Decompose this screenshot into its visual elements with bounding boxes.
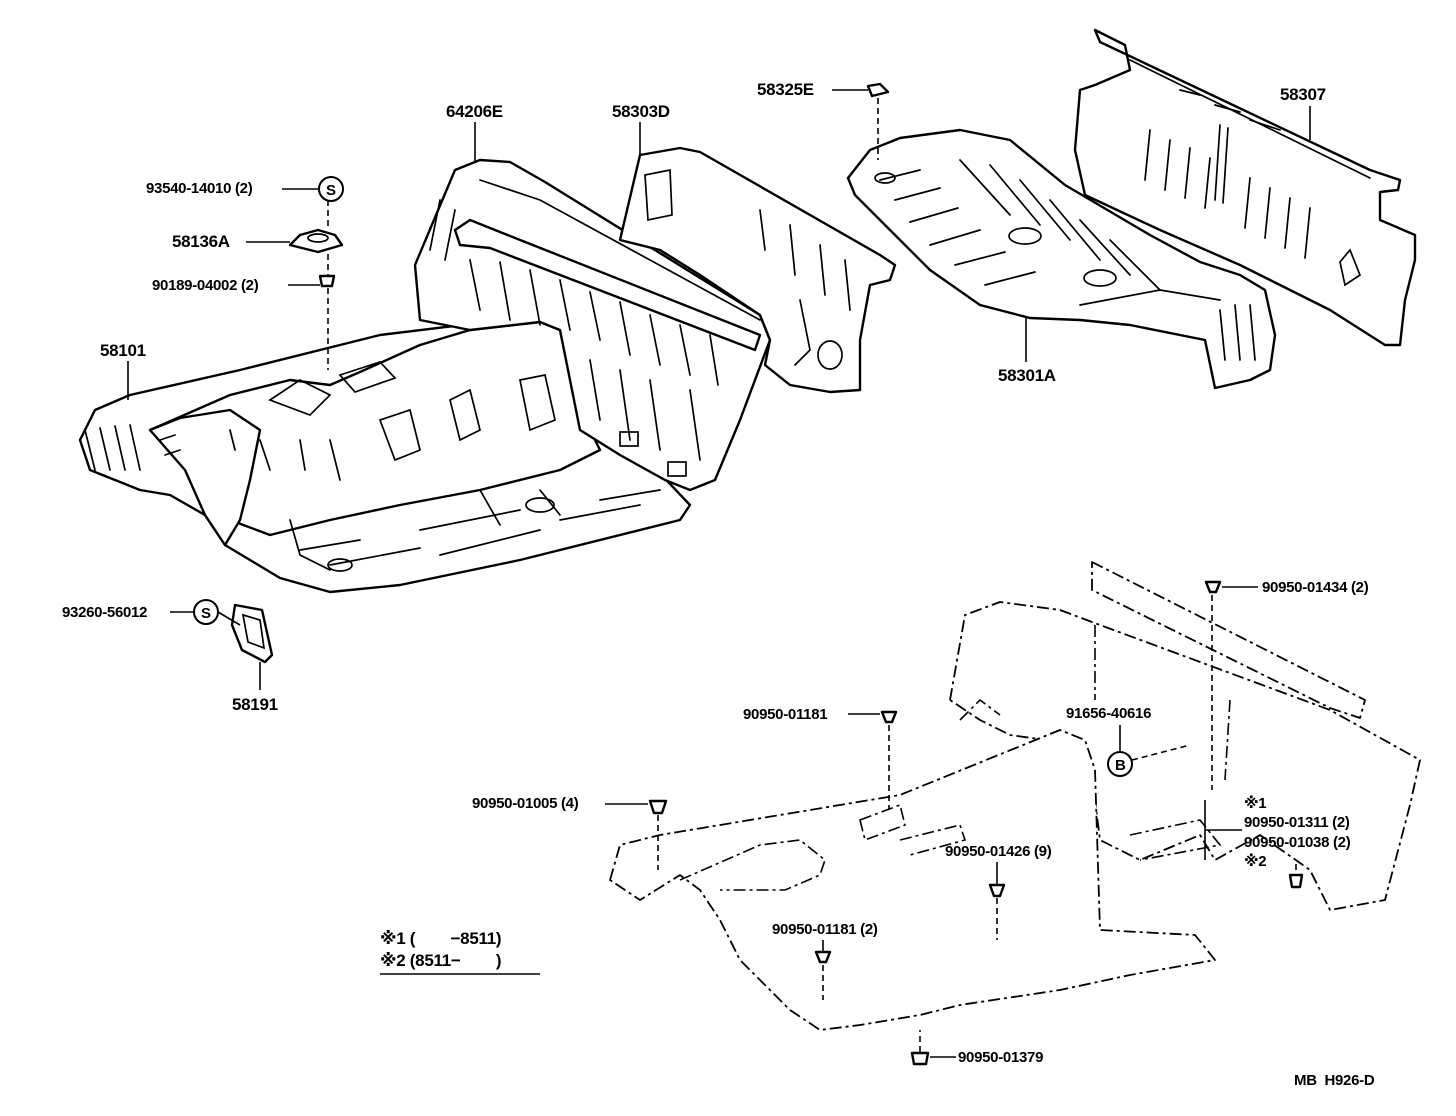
front-floor-pan-58101 — [78, 316, 692, 594]
label-58303D: 58303D — [612, 102, 670, 121]
label-93540-14010: 93540-14010 (2) — [146, 180, 253, 197]
label-58101: 58101 — [100, 341, 146, 360]
side-panel-58303D — [618, 146, 897, 394]
label-90950-01426: 90950-01426 (9) — [945, 843, 1052, 860]
clip-90950-01005 — [648, 799, 668, 815]
nut-90950-01379 — [910, 1051, 930, 1066]
label-90950-01181-2: 90950-01181 (2) — [772, 921, 878, 938]
fastener-90189 — [318, 274, 336, 288]
cap-58325E — [866, 82, 890, 98]
svg-text:S: S — [326, 182, 336, 199]
label-90950-01434: 90950-01434 (2) — [1262, 579, 1369, 596]
floor-silencer-assembly — [609, 561, 1421, 1031]
legend: ※1 ( −8511) ※2 (8511− ) — [380, 929, 540, 975]
clip-90950-01434 — [1204, 580, 1222, 594]
label-90950-01005: 90950-01005 (4) — [472, 795, 579, 812]
rear-panel-58307 — [1073, 28, 1417, 347]
label-93260-56012: 93260-56012 — [62, 604, 147, 621]
label-91656-40616: 91656-40616 — [1066, 705, 1151, 722]
s-marker-2: S — [193, 599, 219, 625]
note-1: ※1 — [1244, 794, 1266, 812]
label-90950-01379: 90950-01379 — [958, 1049, 1043, 1066]
label-58191: 58191 — [232, 695, 278, 714]
label-58136A: 58136A — [172, 232, 230, 251]
label-58307: 58307 — [1280, 85, 1326, 104]
label-64206E: 64206E — [446, 102, 503, 121]
s-marker-1: S — [318, 176, 344, 202]
svg-text:S: S — [201, 605, 211, 622]
note-2: ※2 — [1244, 852, 1266, 870]
b-marker: B — [1107, 751, 1133, 777]
hole-cover-58191 — [230, 603, 274, 664]
plug-58136A — [288, 228, 344, 254]
label-90950-01181: 90950-01181 — [743, 706, 827, 723]
label-58301A: 58301A — [998, 366, 1056, 385]
diagram-code: MB H926-D — [1294, 1072, 1375, 1089]
nut-90950-01038 — [1288, 873, 1304, 889]
label-90950-01311: 90950-01311 (2) — [1244, 814, 1350, 831]
label-58325E: 58325E — [757, 80, 814, 99]
label-90950-01038: 90950-01038 (2) — [1244, 834, 1351, 851]
clip-90950-01181-2 — [814, 950, 832, 964]
label-90189-04002: 90189-04002 (2) — [152, 277, 259, 294]
clip-90950-01181 — [880, 710, 898, 724]
legend-line-1: ※1 ( −8511) — [380, 929, 501, 948]
clip-90950-01426 — [988, 883, 1006, 898]
legend-line-2: ※2 (8511− ) — [380, 951, 501, 970]
rear-panel-64206E — [413, 158, 772, 492]
rear-floor-58301A — [846, 128, 1277, 390]
svg-text:B: B — [1115, 757, 1126, 774]
